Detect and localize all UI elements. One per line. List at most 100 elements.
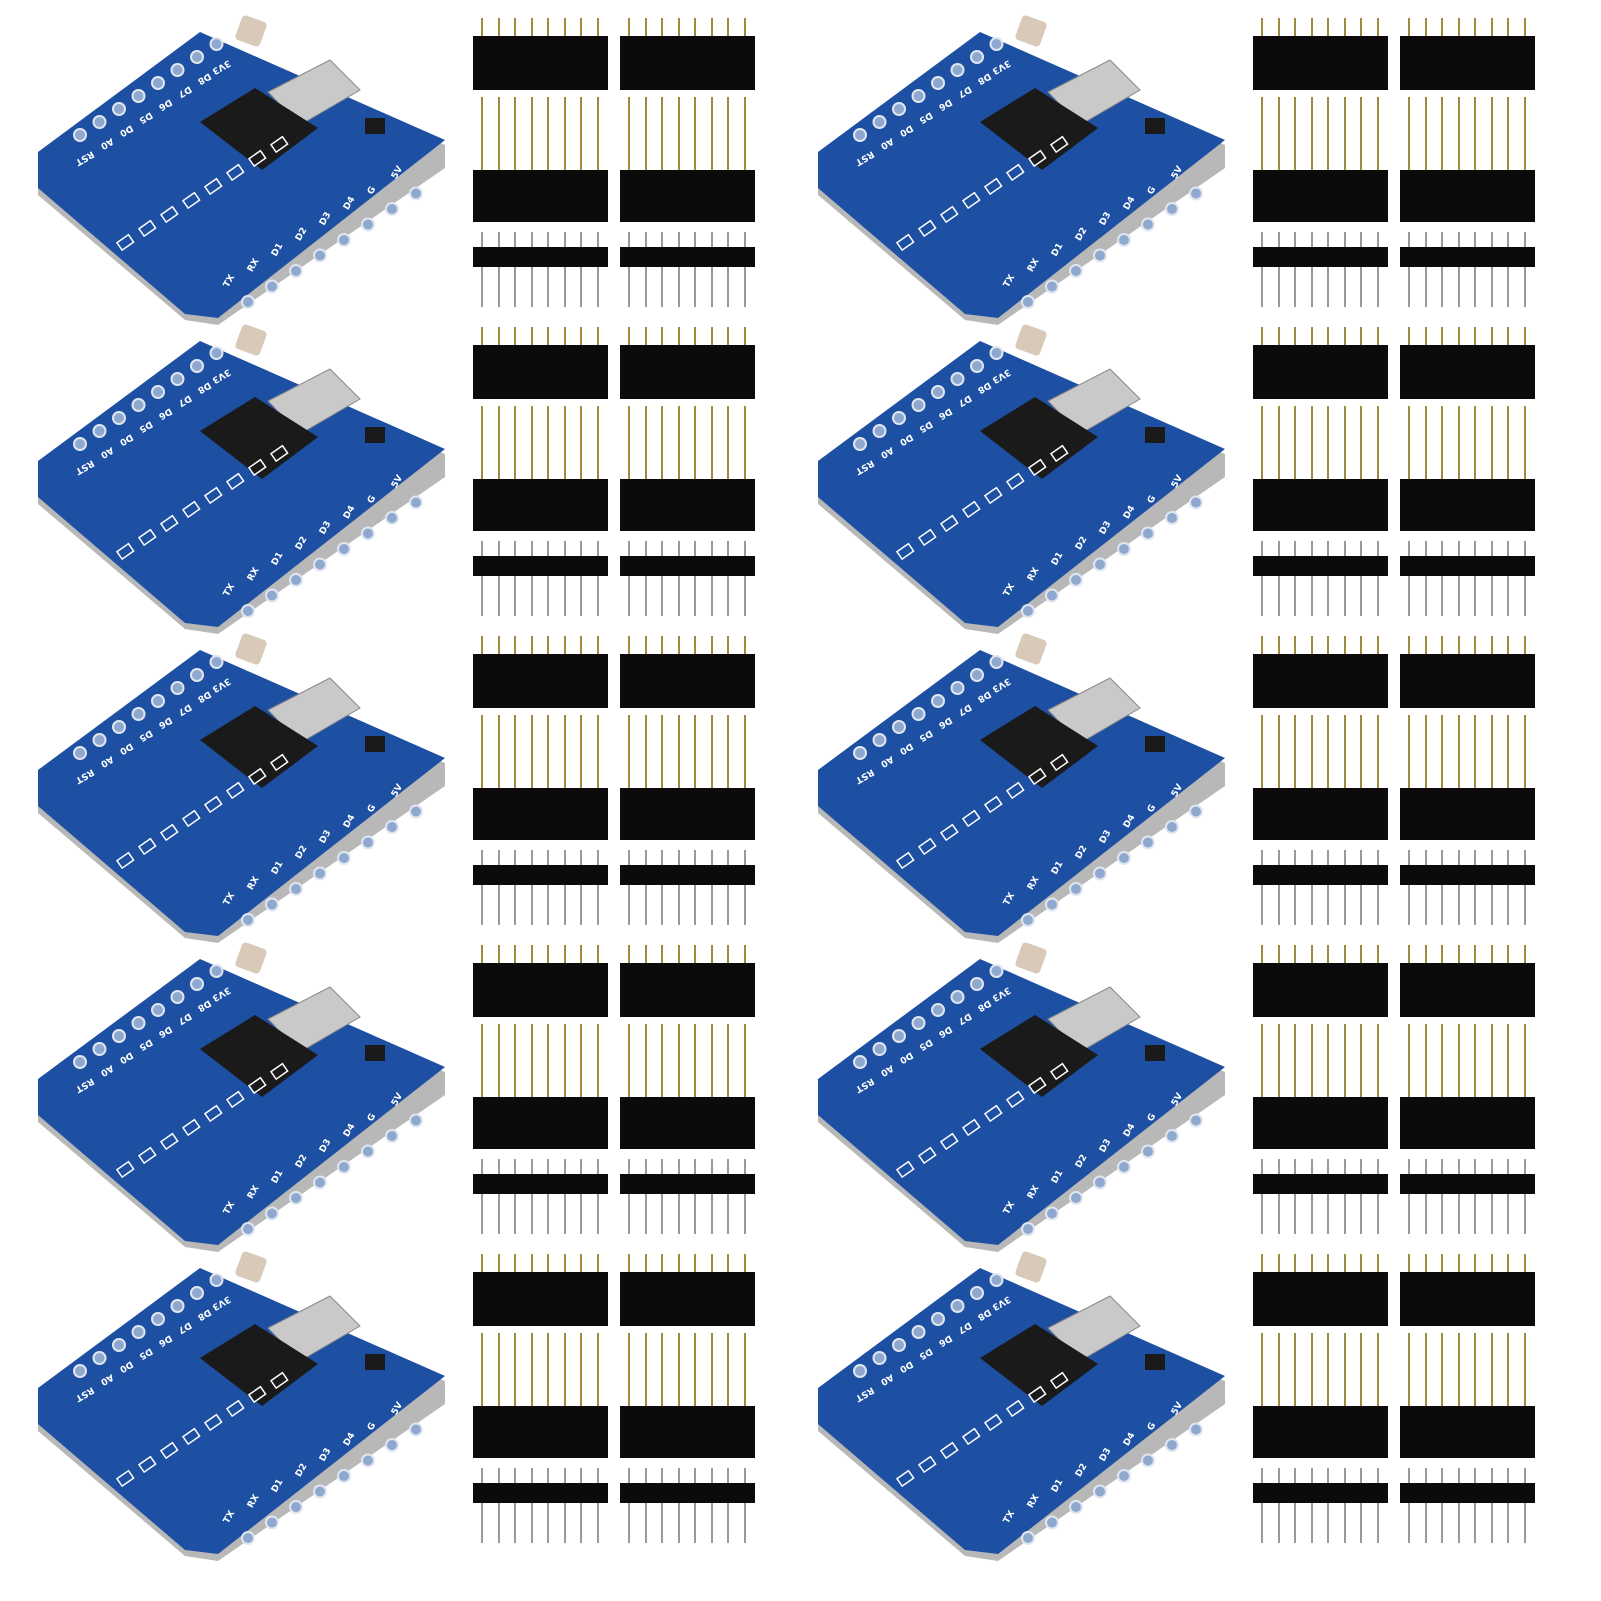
pin	[1523, 1024, 1526, 1099]
pin	[1327, 97, 1329, 172]
pin	[1376, 945, 1379, 965]
pin	[727, 1333, 729, 1408]
female-header-long	[1253, 1097, 1388, 1149]
pin	[1294, 97, 1296, 172]
smd-component	[939, 205, 959, 224]
pin	[1474, 1254, 1476, 1274]
pin	[1408, 1254, 1410, 1274]
pin	[694, 636, 696, 656]
pin-pad	[1189, 186, 1203, 201]
pin	[727, 1468, 729, 1543]
pin	[1294, 18, 1296, 38]
pin	[580, 1159, 582, 1234]
pin	[1490, 18, 1493, 38]
pin	[1474, 406, 1476, 481]
pin	[563, 636, 566, 656]
silk-label: G	[1146, 803, 1158, 814]
pin	[1523, 1333, 1526, 1408]
smd-component	[181, 809, 201, 828]
pin	[743, 406, 746, 481]
pin-pad	[853, 746, 867, 760]
pin	[596, 327, 599, 347]
pin	[497, 945, 500, 965]
pin	[1441, 1254, 1443, 1274]
pin	[727, 406, 729, 481]
female-header-long	[1253, 1406, 1388, 1458]
reset-button	[1015, 324, 1047, 356]
pin-pad	[385, 1438, 399, 1452]
reset-button	[235, 633, 267, 665]
pin-pad	[1117, 233, 1131, 247]
pin	[497, 1159, 500, 1234]
pin	[1277, 1333, 1280, 1408]
pin	[481, 406, 483, 481]
pin-header-set	[473, 0, 608, 309]
pcb	[818, 959, 1225, 1245]
pin-pad	[950, 990, 965, 1004]
pin	[1327, 1159, 1329, 1234]
pin	[727, 850, 729, 925]
smd-component	[895, 851, 915, 870]
pin-pad	[170, 1299, 185, 1313]
pin-pad	[1165, 1129, 1179, 1143]
male-header-strip	[473, 1483, 608, 1503]
pin-pad	[1165, 202, 1179, 216]
female-header-short	[1400, 1272, 1535, 1326]
pin	[661, 636, 663, 656]
pin	[547, 327, 549, 347]
pin	[1360, 715, 1362, 790]
pin	[1474, 1024, 1476, 1099]
smd-component	[1049, 753, 1069, 772]
smd-component	[203, 486, 223, 505]
pin	[661, 945, 663, 965]
smd-component	[203, 1104, 223, 1123]
pin-pad	[892, 411, 906, 425]
pin	[1310, 1024, 1313, 1099]
smd-component	[1027, 458, 1047, 477]
pin	[743, 541, 746, 616]
pin	[694, 541, 696, 616]
pin	[596, 18, 599, 38]
pin	[1441, 232, 1443, 307]
pin-pad	[1045, 897, 1059, 912]
pin-pad	[1189, 1113, 1203, 1128]
pin	[563, 232, 566, 307]
pin	[1376, 636, 1379, 656]
pin-pad	[265, 897, 279, 912]
male-header-strip	[1400, 556, 1535, 576]
pin	[677, 232, 680, 307]
male-header-strip	[1400, 1483, 1535, 1503]
pin-pad	[337, 851, 351, 865]
pin	[1474, 636, 1476, 656]
pin	[596, 850, 599, 925]
pin	[710, 850, 713, 925]
pin	[1327, 327, 1329, 347]
pin	[497, 406, 500, 481]
pin	[743, 232, 746, 307]
pin-pad	[151, 76, 165, 90]
pin-pad	[92, 1351, 107, 1365]
pin	[514, 1159, 516, 1234]
female-header-short	[620, 1272, 755, 1326]
pin-pad	[911, 707, 926, 721]
pin-pad	[1093, 557, 1107, 572]
pin-pad	[92, 1042, 107, 1056]
female-header-short	[620, 345, 755, 399]
pin	[1294, 232, 1296, 307]
pin	[710, 1254, 713, 1274]
female-header-long	[1253, 479, 1388, 531]
female-header-short	[1400, 345, 1535, 399]
silk-label: G	[366, 803, 378, 814]
pin	[677, 1024, 680, 1099]
pin	[661, 1254, 663, 1274]
pin-pad	[1045, 1206, 1059, 1221]
pin-pad	[361, 526, 375, 541]
pin	[1457, 715, 1460, 790]
pin-pad	[872, 424, 887, 438]
pin-pad	[131, 398, 146, 412]
smd-component	[247, 458, 267, 477]
male-header-strip	[620, 865, 755, 885]
pin-pad	[970, 359, 984, 373]
